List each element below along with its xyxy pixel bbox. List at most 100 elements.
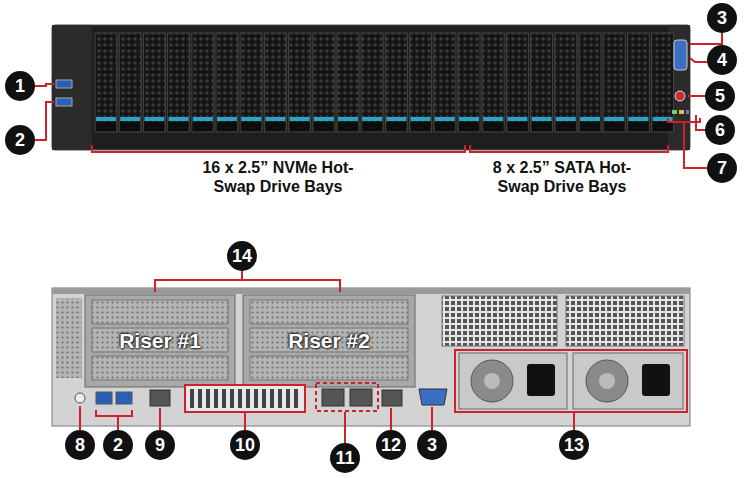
leader-lines: [668, 118, 700, 122]
drive-bay: [653, 117, 673, 121]
drive-bay: [314, 122, 334, 131]
drive-bay: [604, 117, 624, 121]
callout-text: 9: [155, 436, 165, 454]
drive-bay: [434, 33, 456, 132]
drive-bay: [628, 122, 648, 131]
drive-bay: [652, 33, 674, 132]
drive-bay: [95, 33, 117, 132]
psu-cages: [566, 296, 684, 346]
drive-bay: [193, 122, 213, 131]
callout-number: 6: [705, 115, 735, 145]
callout-text: 3: [717, 9, 727, 27]
drive-bay: [193, 117, 213, 121]
callout-number: 11: [330, 443, 360, 473]
drive-bay: [435, 122, 455, 131]
drive-bay: [313, 33, 335, 132]
power-supplies: [527, 364, 555, 396]
drive-bay: [265, 122, 285, 131]
power-supplies: [471, 360, 513, 402]
leader-lines: [35, 102, 54, 140]
power-supplies: [573, 353, 683, 409]
callout-number: 2: [5, 125, 35, 155]
power-supplies: [484, 373, 500, 389]
riser-slots: [250, 300, 408, 324]
drive-bay: [240, 33, 262, 132]
drive-bay: [603, 33, 625, 132]
drive-bay: [96, 117, 116, 121]
rear-io: [230, 389, 234, 408]
callout-text: 3: [427, 436, 437, 454]
drive-bay: [628, 117, 648, 121]
leader-lines: [690, 33, 722, 44]
rear-io: [246, 389, 250, 408]
drive-bay: [338, 117, 358, 121]
drive-bay: [143, 33, 165, 132]
drive-bay: [289, 33, 311, 132]
callout-text: 7: [717, 159, 727, 177]
leader-lines: [159, 408, 161, 430]
rear-io: [278, 389, 282, 408]
leader-lines: [79, 406, 81, 430]
drive-bay: [290, 122, 310, 131]
drive-bay: [120, 122, 140, 131]
callout-number: 1: [5, 71, 35, 101]
drive-bay: [483, 122, 503, 131]
drive-bay: [289, 33, 311, 132]
drive-bay: [361, 33, 383, 132]
riser-panel: Riser #1: [85, 295, 235, 387]
leader-lines: [241, 271, 243, 280]
drive-bay: [386, 122, 406, 131]
drive-bay: [652, 33, 674, 132]
drive-bay: [653, 122, 673, 131]
rear-io: [75, 393, 85, 403]
rear-io: [286, 389, 290, 408]
drive-bay: [458, 33, 480, 132]
leader-lines: [431, 407, 433, 430]
drive-bay: [411, 122, 431, 131]
drive-bay: [217, 117, 237, 121]
drive-bay: [555, 33, 577, 132]
rear-io: [419, 389, 447, 405]
callout-text: 1: [15, 77, 25, 95]
rear-io: [322, 389, 344, 406]
drive-bay: [434, 33, 456, 132]
drive-bay: [507, 122, 527, 131]
riser-slots: [85, 295, 415, 387]
callout-number: 4: [707, 45, 737, 75]
bay-label: 16 x 2.5” NVMe Hot-Swap Drive Bays: [189, 158, 367, 196]
callout-number: 13: [559, 430, 589, 460]
leader-lines: [244, 413, 246, 430]
riser-slots: [85, 295, 235, 387]
drive-bay: [314, 117, 334, 121]
drive-bay: [168, 33, 190, 132]
drive-bay: [386, 117, 406, 121]
rear-io: [96, 392, 112, 404]
callout-number: 10: [230, 430, 260, 460]
front-usb-ports: [56, 80, 72, 106]
rear-io: [270, 389, 274, 408]
leader-lines: [684, 122, 707, 168]
drive-bay: [459, 122, 479, 131]
drive-bay: [482, 33, 504, 132]
drive-bay: [119, 33, 141, 132]
leader-lines: [92, 145, 465, 152]
callout-text: 13: [564, 436, 584, 454]
front-controls: [672, 110, 677, 114]
callout-text: 6: [715, 121, 725, 139]
callout-text: 12: [381, 436, 401, 454]
drive-bay: [459, 117, 479, 121]
drive-bay: [482, 33, 504, 132]
rear-io: [214, 389, 218, 408]
drive-bay: [143, 33, 165, 132]
callout-number: 14: [227, 241, 257, 271]
front-vga-port: [674, 40, 687, 70]
callout-number: 2: [103, 430, 133, 460]
leader-lines: [80, 271, 574, 443]
drive-bay: [338, 122, 358, 131]
power-supplies: [642, 364, 670, 396]
callout-text: 5: [715, 87, 725, 105]
leader-lines: [470, 145, 668, 152]
drive-bay: [265, 117, 285, 121]
drive-bay: [337, 33, 359, 132]
